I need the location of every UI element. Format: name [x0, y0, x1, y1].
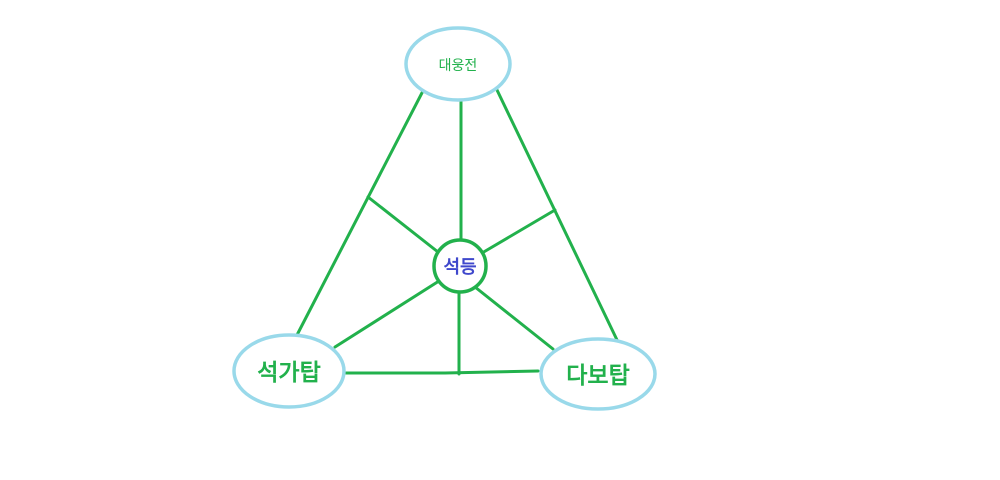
node-right-label: 다보탑	[566, 363, 629, 389]
node-left-label: 석가탑	[257, 360, 320, 386]
spoke-lower-right	[473, 285, 555, 351]
spoke-upper-left	[366, 195, 440, 254]
node-top-label: 대웅전	[439, 58, 478, 74]
node-center-label: 석등	[443, 257, 476, 278]
node-left-ellipse	[232, 333, 346, 409]
edge-left-right	[344, 369, 540, 375]
spoke-upper-right	[480, 208, 557, 255]
node-center: 석등	[432, 238, 488, 294]
node-top-ellipse	[404, 26, 512, 102]
node-center-circle	[432, 238, 488, 294]
node-right: 다보탑	[539, 337, 657, 411]
spoke-lower-left	[333, 279, 441, 349]
node-top: 대웅전	[404, 26, 512, 102]
node-right-ellipse	[539, 337, 657, 411]
connector-lines	[295, 85, 620, 376]
node-left: 석가탑	[232, 333, 346, 409]
edge-top-right	[495, 88, 620, 344]
edge-top-left	[295, 85, 427, 337]
